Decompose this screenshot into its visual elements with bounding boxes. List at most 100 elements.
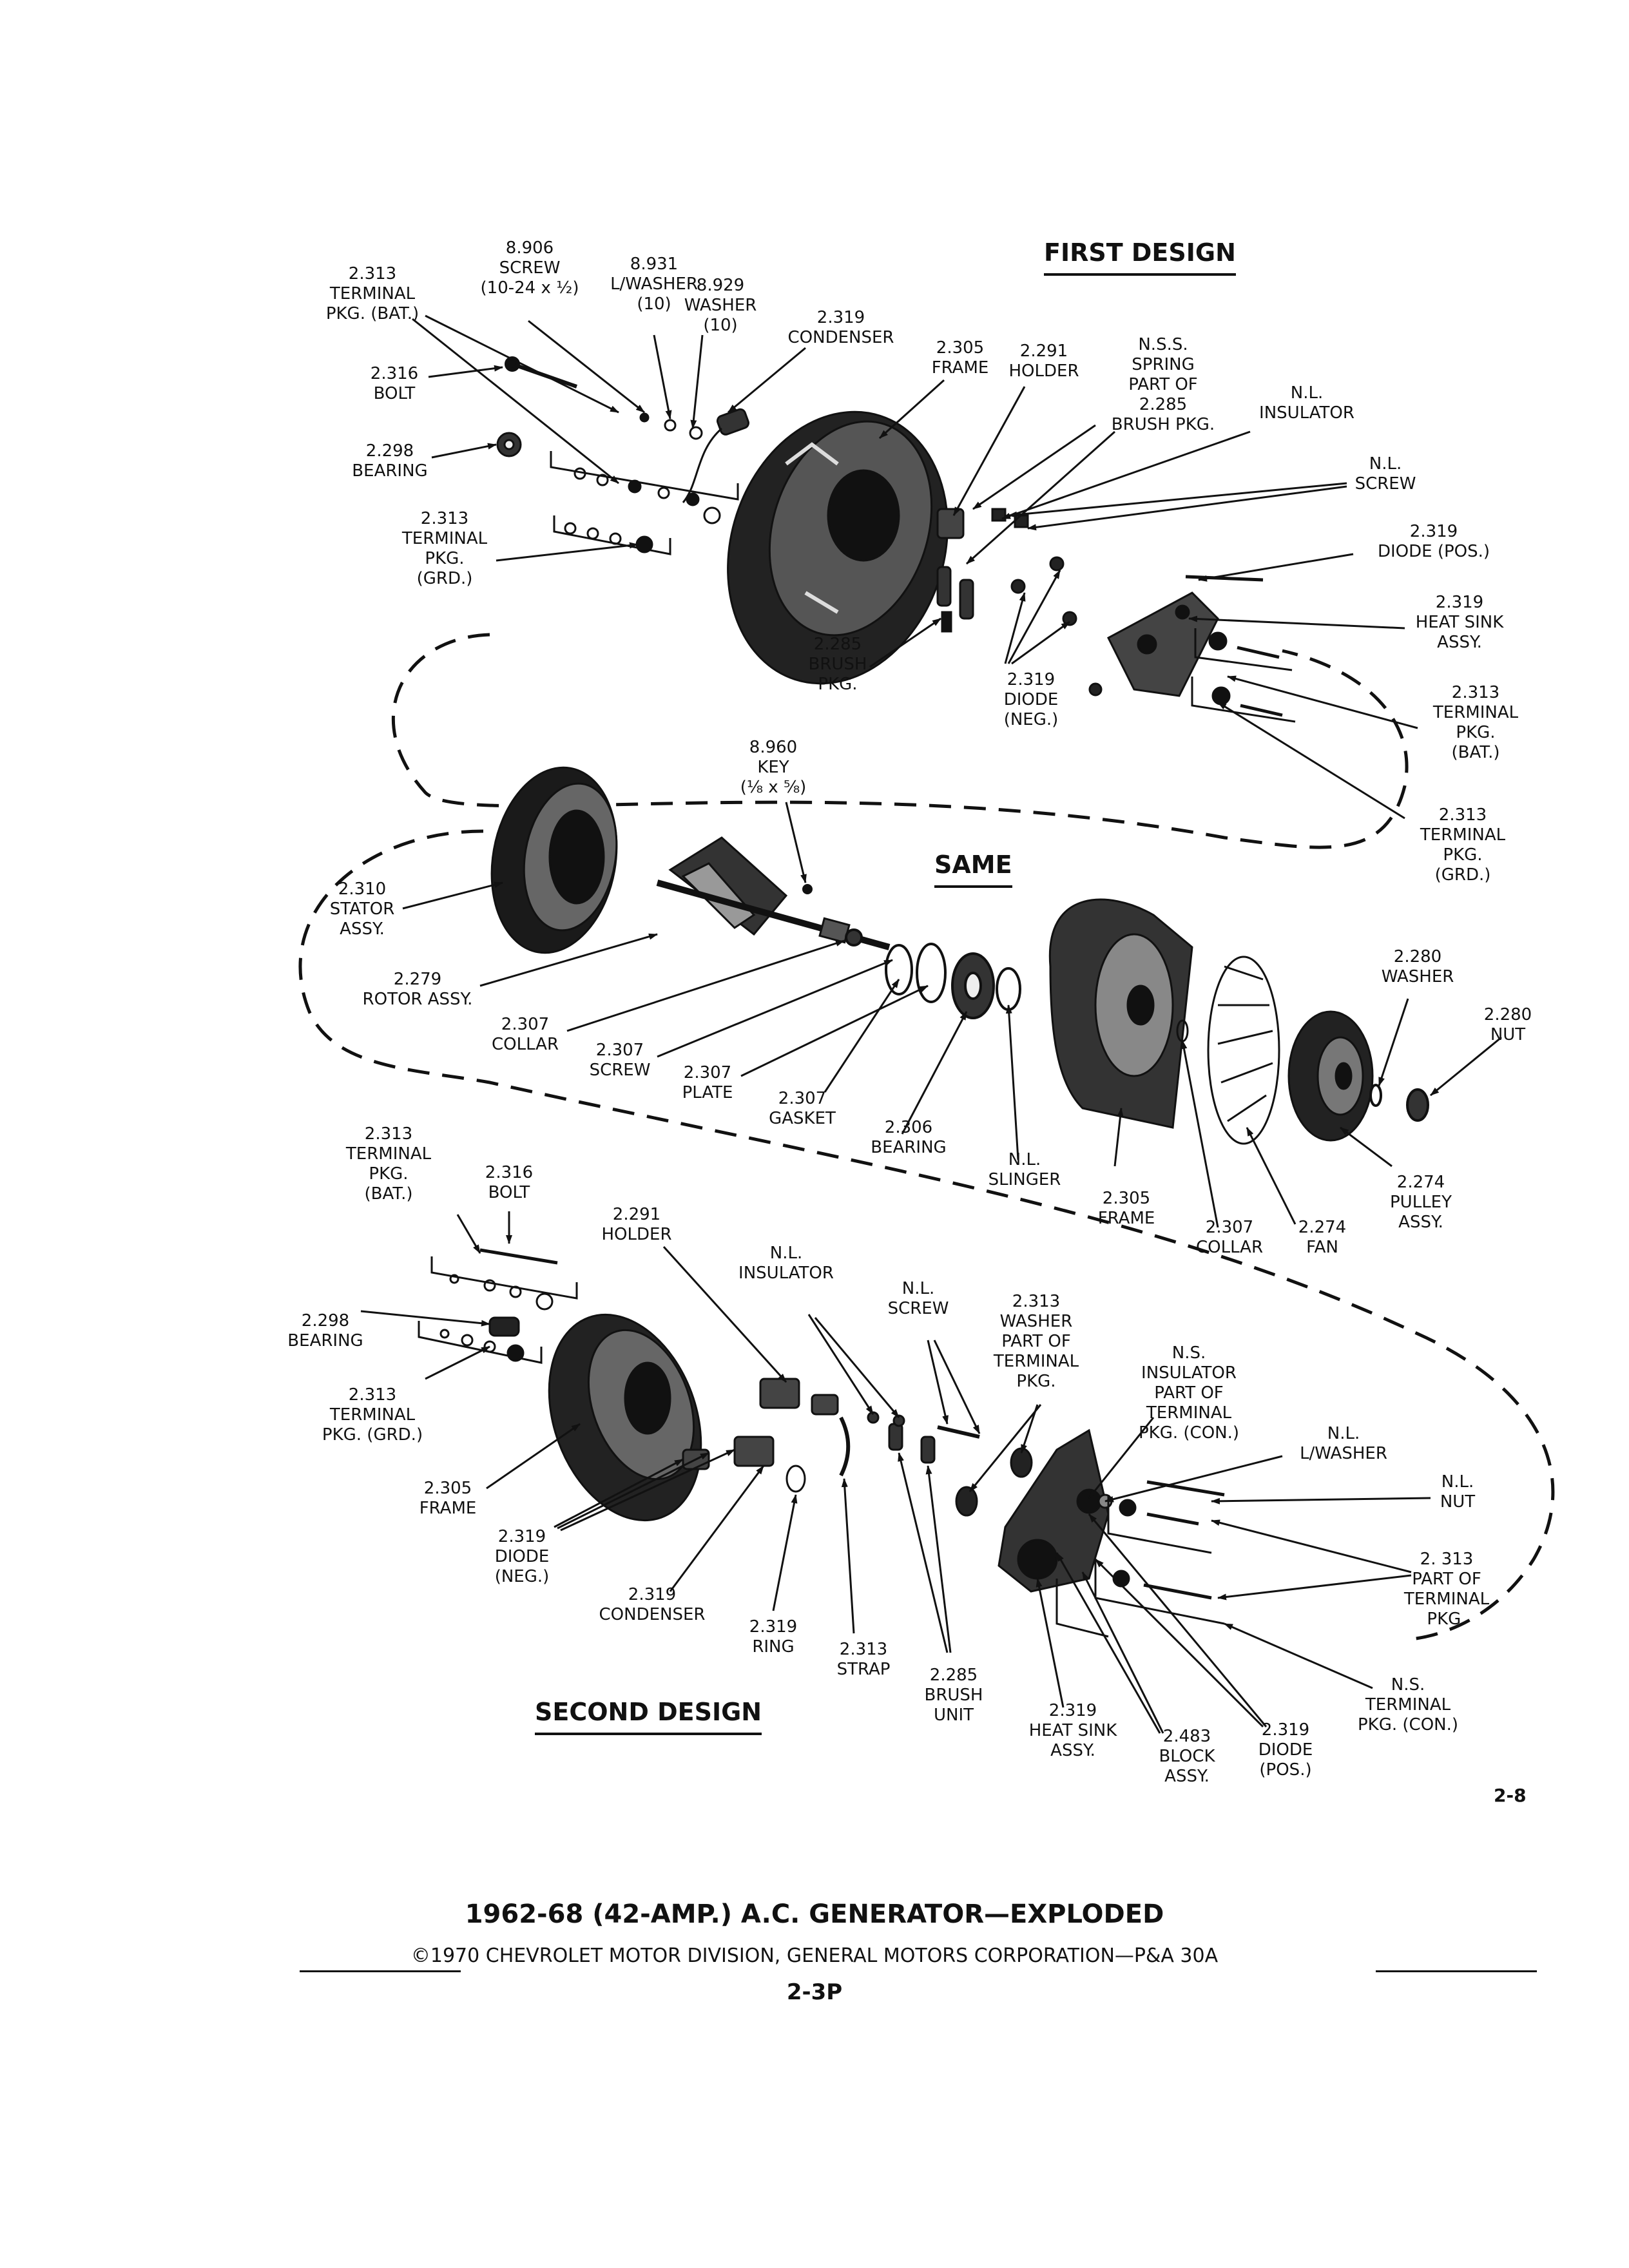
label-line: SCREW xyxy=(887,1299,949,1318)
label-line: ASSY. xyxy=(1437,633,1482,652)
label-line: 2.313 xyxy=(1438,805,1487,825)
label-line: 2.291 xyxy=(612,1205,661,1224)
first-condenser-part xyxy=(682,408,749,503)
label-line: BEARING xyxy=(352,461,428,481)
label-line: PLATE xyxy=(682,1083,733,1102)
label-line: (⅛ x ⅝) xyxy=(740,778,807,797)
label-line: N.L. xyxy=(1327,1424,1360,1443)
first-terminal-plate-bat xyxy=(550,451,739,524)
label-line: PART OF xyxy=(1412,1570,1481,1589)
label-line: (10) xyxy=(703,316,738,335)
label-line: 2.313 xyxy=(420,509,469,528)
label-line: 2.319 xyxy=(1435,593,1484,612)
label-line: BOLT xyxy=(488,1183,530,1202)
pulley-part xyxy=(1287,1010,1374,1142)
first-heat-sink-part xyxy=(1107,575,1264,697)
label-line: SCREW xyxy=(589,1061,651,1080)
label-line: N.S. xyxy=(1171,1343,1206,1363)
label-line: DIODE xyxy=(1258,1740,1313,1760)
second-frame-part xyxy=(548,1313,702,1522)
label-line: 2.319 xyxy=(1409,522,1458,541)
label-line: 2.280 xyxy=(1393,947,1442,966)
first-terminal-right xyxy=(1191,628,1296,723)
label-line: DIODE xyxy=(1003,690,1059,709)
same-frame-part xyxy=(1048,898,1193,1129)
copyright-rule-left xyxy=(300,1970,461,1972)
label-line: BRUSH xyxy=(924,1686,983,1705)
label-line: N.S.S. xyxy=(1138,335,1188,354)
label-line: TERMINAL xyxy=(1146,1403,1232,1423)
label-line: L/WASHER xyxy=(610,274,698,294)
label-line: 2.305 xyxy=(423,1479,472,1498)
label-line: PKG. (CON.) xyxy=(1138,1423,1240,1443)
label-line: DIODE (POS.) xyxy=(1377,542,1490,561)
label-line: N.L. xyxy=(901,1279,935,1298)
label-line: (POS.) xyxy=(1259,1760,1312,1780)
label-line: DIODE xyxy=(494,1547,550,1566)
label-line: 2.307 xyxy=(683,1063,732,1082)
label-line: COLLAR xyxy=(1195,1238,1264,1257)
label-line: 2.305 xyxy=(1102,1189,1151,1208)
fan-part xyxy=(1176,956,1280,1145)
label-line: HEAT SINK xyxy=(1415,613,1504,632)
collar-plate-gasket-parts xyxy=(802,884,1021,1019)
label-line: (NEG.) xyxy=(1003,710,1059,729)
label-line: L/WASHER xyxy=(1300,1444,1387,1463)
label-line: PKG. xyxy=(425,549,465,568)
label-line: SCREW xyxy=(499,258,561,278)
label-line: BLOCK xyxy=(1159,1747,1215,1766)
label-line: N.L. xyxy=(769,1244,803,1263)
label-line: 2.307 xyxy=(501,1015,550,1034)
label-line: GASKET xyxy=(769,1109,836,1128)
label-line: (10-24 x ½) xyxy=(480,278,579,298)
label-line: 2.483 xyxy=(1162,1727,1211,1746)
label-line: 8.906 xyxy=(505,238,554,258)
label-line: PART OF xyxy=(1128,375,1198,394)
label-line: 2.307 xyxy=(1205,1218,1254,1237)
label-line: HOLDER xyxy=(601,1225,672,1244)
label-line: BRUSH PKG. xyxy=(1111,415,1215,434)
label-line: STATOR xyxy=(329,899,395,919)
label-line: 2.319 xyxy=(1048,1701,1097,1720)
label-line: BEARING xyxy=(871,1138,947,1157)
second-heat-sink-block xyxy=(998,1428,1113,1638)
label-line: 2.313 xyxy=(348,1385,397,1405)
first-bearing-part xyxy=(496,432,522,457)
label-line: (GRD.) xyxy=(416,569,473,588)
label-first-insulator: N.L.INSULATOR xyxy=(1259,383,1354,423)
label-same-slinger: N.L.SLINGER xyxy=(988,1150,1061,1190)
second-washer-parts xyxy=(955,1447,1033,1517)
label-line: SLINGER xyxy=(988,1170,1061,1189)
label-line: 2.319 xyxy=(628,1585,677,1604)
label-line: CONDENSER xyxy=(599,1605,706,1624)
label-line: 2.306 xyxy=(884,1118,933,1137)
label-line: N.L. xyxy=(1290,383,1324,403)
label-line: COLLAR xyxy=(491,1035,559,1054)
label-line: 2.280 xyxy=(1483,1005,1532,1024)
label-line: FAN xyxy=(1306,1238,1338,1257)
